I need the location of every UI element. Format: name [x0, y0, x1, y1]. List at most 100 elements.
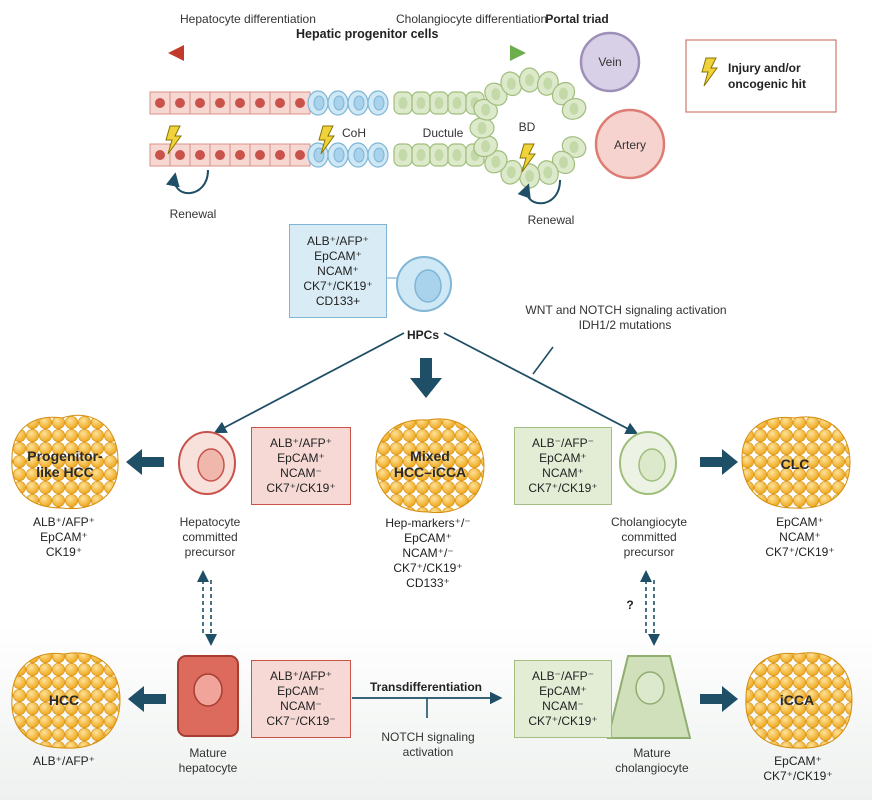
hep-bidirectional-arrow — [197, 570, 217, 646]
mixed-marker: NCAM⁺/⁻ — [402, 546, 454, 560]
mature-chol-marker: ALB⁻/AFP⁻ — [531, 669, 595, 683]
progenitor-hcc-marker: ALB⁺/AFP⁺ — [32, 515, 96, 529]
hcc-marker: ALB⁺/AFP⁺ — [32, 754, 96, 768]
ductule-nucleus — [452, 149, 462, 161]
clc-label: CLC — [780, 456, 810, 472]
bile-duct-nucleus — [543, 166, 553, 179]
progenitor-nucleus — [373, 95, 385, 111]
bile-duct-nucleus — [506, 77, 516, 90]
hepatocyte-nucleus — [215, 150, 225, 160]
to-progenitor-hcc-arrow — [126, 449, 164, 475]
bile-duct-nucleus — [491, 155, 501, 168]
bile-duct-nucleus — [525, 74, 535, 87]
progenitor-like-hcc-tumor — [11, 414, 119, 510]
hepatocyte-strand-bottom — [149, 143, 311, 167]
progenitor-nucleus — [333, 95, 345, 111]
hepatocyte-nucleus — [235, 150, 245, 160]
hepatocyte-nucleus — [275, 98, 285, 108]
hepatocyte-nucleus — [255, 98, 265, 108]
icca-label: iCCA — [779, 692, 815, 708]
signaling-line1: WNT and NOTCH signaling activation — [525, 303, 727, 317]
icca-tumor — [745, 652, 853, 749]
hpc-marker: CK7⁺/CK19⁺ — [303, 278, 373, 293]
question-mark: ? — [626, 598, 634, 612]
mature-hepatocyte-cell — [177, 655, 239, 737]
hpc-to-hep-arrow — [213, 332, 405, 434]
hepatocyte-differentiation-label: Hepatocyte differentiation — [180, 12, 316, 26]
progenitor-hcc-marker: EpCAM⁺ — [40, 530, 88, 544]
mature-hep-marker: NCAM⁻ — [280, 699, 322, 713]
bile-duct-nucleus — [558, 87, 568, 100]
hepatocyte-nucleus — [195, 98, 205, 108]
clc-marker: EpCAM⁺ — [776, 515, 824, 529]
clc-markers: EpCAM⁺ NCAM⁺ CK7⁺/CK19⁺ — [748, 515, 852, 560]
ductule-nucleus — [416, 149, 426, 161]
hep-precursor-marker: CK7⁺/CK19⁺ — [266, 481, 336, 495]
bile-duct-nucleus — [481, 140, 491, 153]
icca-marker: CK7⁺/CK19⁺ — [763, 769, 833, 783]
vein-circle — [579, 31, 641, 93]
transdifferentiation-label: Transdifferentiation — [369, 680, 482, 694]
mature-chol-marker: NCAM⁻ — [542, 699, 584, 713]
renewal-arrow-left — [165, 169, 209, 195]
hep-precursor-marker: ALB⁺/AFP⁺ — [269, 436, 333, 450]
bile-duct-nucleus — [569, 141, 579, 154]
hepatocyte-nucleus — [255, 150, 265, 160]
bile-duct-nucleus — [491, 88, 501, 101]
hepatocyte-nucleus — [295, 150, 305, 160]
hepatocyte-nucleus — [235, 98, 245, 108]
hpc-markers-box: ALB⁺/AFP⁺ EpCAM⁺ NCAM⁺ CK7⁺/CK19⁺ CD133+ — [289, 224, 387, 318]
mixed-tumor-label: Mixed HCC–iCCA — [393, 448, 467, 480]
progenitor-hcc-marker: CK19⁺ — [45, 545, 83, 559]
hpc-cell — [396, 256, 452, 312]
mature-hep-marker: EpCAM⁻ — [277, 684, 325, 698]
cholangiocyte-differentiation-arrow — [390, 45, 526, 61]
icca-markers: EpCAM⁺ CK7⁺/CK19⁺ — [746, 754, 850, 784]
hepatocyte-nucleus — [155, 150, 165, 160]
hep-precursor-markers-box: ALB⁺/AFP⁺ EpCAM⁺ NCAM⁻ CK7⁺/CK19⁺ — [251, 427, 351, 505]
to-hcc-arrow — [128, 686, 166, 712]
ductule-nucleus — [416, 97, 426, 109]
hcc-markers: ALB⁺/AFP⁺ — [14, 754, 114, 769]
ductule-cells — [393, 67, 587, 189]
artery-circle — [594, 108, 666, 180]
mixed-marker: EpCAM⁺ — [404, 531, 452, 545]
progenitor-nucleus — [333, 147, 345, 163]
hep-precursor-marker: EpCAM⁺ — [277, 451, 325, 465]
mature-hep-label: Mature hepatocyte — [178, 746, 238, 775]
mixed-marker: CD133⁺ — [406, 576, 450, 590]
portal-triad-label: Portal triad — [545, 12, 609, 26]
renewal-right-label: Renewal — [527, 213, 575, 227]
hepatocyte-nucleus — [215, 98, 225, 108]
cholangiocyte-precursor-cell — [619, 431, 677, 495]
progenitor-nucleus — [353, 95, 365, 111]
hcc-label: HCC — [48, 692, 80, 708]
clc-marker: NCAM⁺ — [779, 530, 821, 544]
hepatic-progenitor-cells-title: Hepatic progenitor cells — [296, 27, 439, 41]
clc-tumor — [741, 416, 851, 509]
clc-marker: CK7⁺/CK19⁺ — [765, 545, 835, 559]
mixed-marker: Hep-markers⁺/⁻ — [385, 516, 471, 530]
chol-bidirectional-arrow — [640, 570, 660, 646]
icca-marker: EpCAM⁺ — [774, 754, 822, 768]
ductule-nucleus — [434, 97, 444, 109]
mature-chol-marker: EpCAM⁺ — [539, 684, 587, 698]
mature-chol-markers-box: ALB⁻/AFP⁻ EpCAM⁺ NCAM⁻ CK7⁺/CK19⁺ — [514, 660, 612, 738]
hpc-marker: EpCAM⁺ — [314, 248, 362, 263]
hcc-tumor — [11, 652, 121, 749]
vein-label: Vein — [598, 55, 622, 69]
bile-duct-nucleus — [558, 156, 568, 169]
bile-duct-nucleus — [481, 103, 491, 116]
mature-hep-marker: ALB⁺/AFP⁺ — [269, 669, 333, 683]
artery-label: Artery — [613, 138, 646, 152]
bile-duct-nucleus — [506, 166, 516, 179]
ductule-nucleus — [398, 149, 408, 161]
ductule-nucleus — [398, 97, 408, 109]
hpc-marker: CD133+ — [315, 293, 361, 308]
chol-precursor-label: Cholangiocyte committed precursor — [610, 515, 688, 559]
ductule-label: Ductule — [422, 126, 464, 140]
hpc-marker: ALB⁺/AFP⁺ — [306, 233, 370, 248]
mixed-marker: CK7⁺/CK19⁺ — [393, 561, 463, 575]
chol-precursor-marker: NCAM⁺ — [542, 466, 584, 480]
hepatocyte-nucleus — [295, 98, 305, 108]
